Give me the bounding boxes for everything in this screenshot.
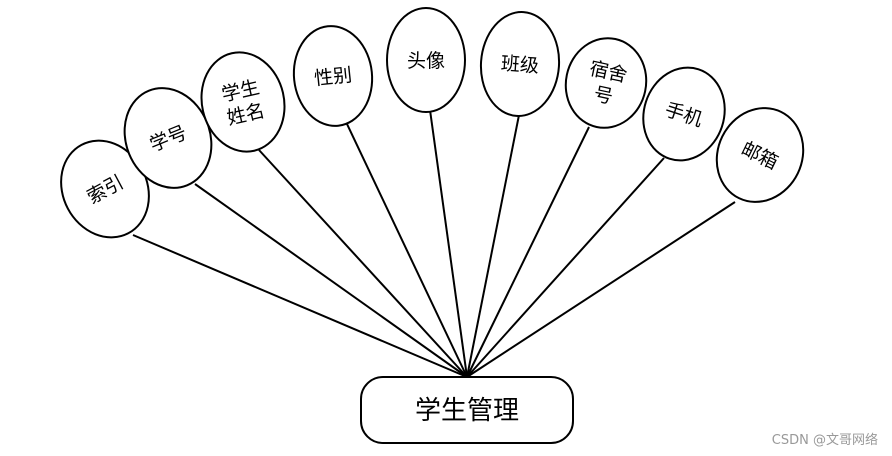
- attribute-avatar: 头像: [386, 7, 466, 113]
- entity-label: 学生管理: [415, 396, 519, 426]
- attribute-label-class: 班级: [500, 53, 539, 78]
- entity-box: 学生管理: [360, 376, 574, 444]
- attribute-email: 邮箱: [715, 107, 805, 203]
- attribute-ellipse-avatar: [386, 7, 466, 113]
- attribute-ellipse-gender: [292, 25, 374, 127]
- attribute-ellipse-dorm: [564, 37, 648, 129]
- attribute-student-no: 学号: [123, 87, 213, 189]
- watermark-text: CSDN @文哥网络: [771, 433, 878, 448]
- connector-student-name: [258, 149, 468, 378]
- attribute-phone: 手机: [642, 66, 726, 162]
- connector-class: [466, 114, 520, 378]
- attribute-ellipses: 索引学号学生姓名性别头像班级宿舍号手机邮箱: [60, 7, 805, 239]
- attribute-label-avatar: 头像: [407, 50, 445, 72]
- connector-email: [466, 201, 736, 378]
- connector-lines: [132, 109, 736, 378]
- attribute-dorm: 宿舍号: [564, 37, 648, 129]
- connector-gender: [346, 123, 468, 378]
- attribute-ellipse-class: [479, 11, 561, 117]
- attribute-gender: 性别: [292, 25, 374, 127]
- attribute-class: 班级: [479, 11, 561, 117]
- connector-phone: [466, 157, 665, 378]
- entity-rect: [360, 376, 574, 444]
- attribute-ellipse-email: [715, 107, 805, 203]
- connector-avatar: [429, 109, 468, 378]
- attribute-ellipse-phone: [642, 66, 726, 162]
- connector-dorm: [466, 126, 590, 378]
- connector-student-no: [194, 183, 468, 378]
- attribute-label-gender: 性别: [313, 64, 353, 90]
- connector-index: [132, 234, 468, 378]
- attribute-ellipse-student-name: [200, 51, 286, 153]
- attribute-label-dorm-line2: 号: [592, 83, 615, 108]
